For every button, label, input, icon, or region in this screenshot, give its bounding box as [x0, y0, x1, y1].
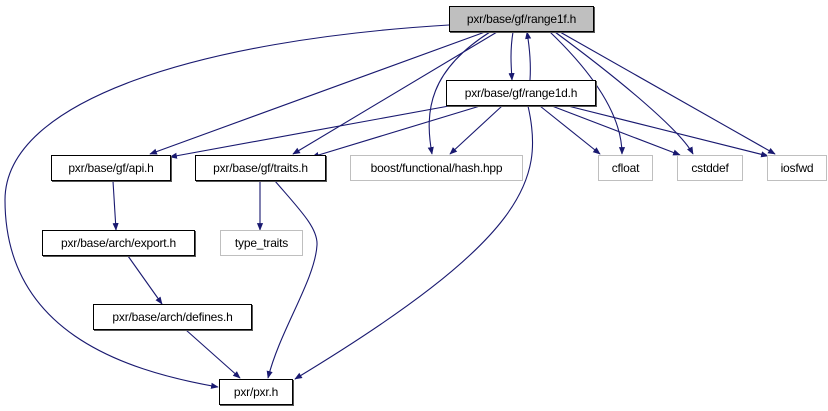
node-range1d[interactable]: pxr/base/gf/range1d.h: [446, 80, 596, 106]
node-pxr[interactable]: pxr/pxr.h: [219, 379, 293, 405]
edge-range1d-iosfwd: [567, 105, 769, 158]
edge-range1f-iosfwd: [559, 31, 776, 155]
node-cstddef: cstddef: [677, 155, 743, 181]
node-traits[interactable]: pxr/base/gf/traits.h: [195, 155, 326, 181]
edge-range1d-hash: [449, 105, 503, 155]
edge-range1d-cfloat: [539, 105, 601, 155]
node-export[interactable]: pxr/base/arch/export.h: [42, 230, 195, 256]
edge-range1f-pxr: [4, 24, 450, 389]
edge-defines-pxr: [185, 329, 241, 379]
edge-range1f-cfloat: [549, 31, 626, 155]
node-range1f[interactable]: pxr/base/gf/range1f.h: [449, 6, 594, 32]
edge-range1f-api: [149, 31, 486, 155]
edge-range1f-cstddef: [554, 31, 694, 155]
edge-export-defines: [127, 255, 163, 305]
edge-api-export: [112, 180, 119, 231]
edge-range1f-hash: [427, 31, 491, 155]
edge-range1d-range1f: [525, 31, 532, 81]
edge-range1d-api: [169, 105, 450, 159]
node-iosfwd: iosfwd: [767, 155, 827, 181]
node-cfloat: cfloat: [598, 155, 653, 181]
edge-range1d-cstddef: [551, 105, 681, 156]
node-hash: boost/functional/hash.hpp: [350, 155, 523, 181]
node-type-traits: type_traits: [220, 230, 303, 256]
edge-traits-pxr: [266, 180, 318, 379]
edge-range1f-range1d: [508, 31, 515, 81]
edge-range1d-traits: [311, 105, 481, 158]
node-api[interactable]: pxr/base/gf/api.h: [51, 155, 171, 181]
node-defines[interactable]: pxr/base/arch/defines.h: [93, 304, 252, 330]
edge-range1d-pxr: [294, 105, 534, 380]
